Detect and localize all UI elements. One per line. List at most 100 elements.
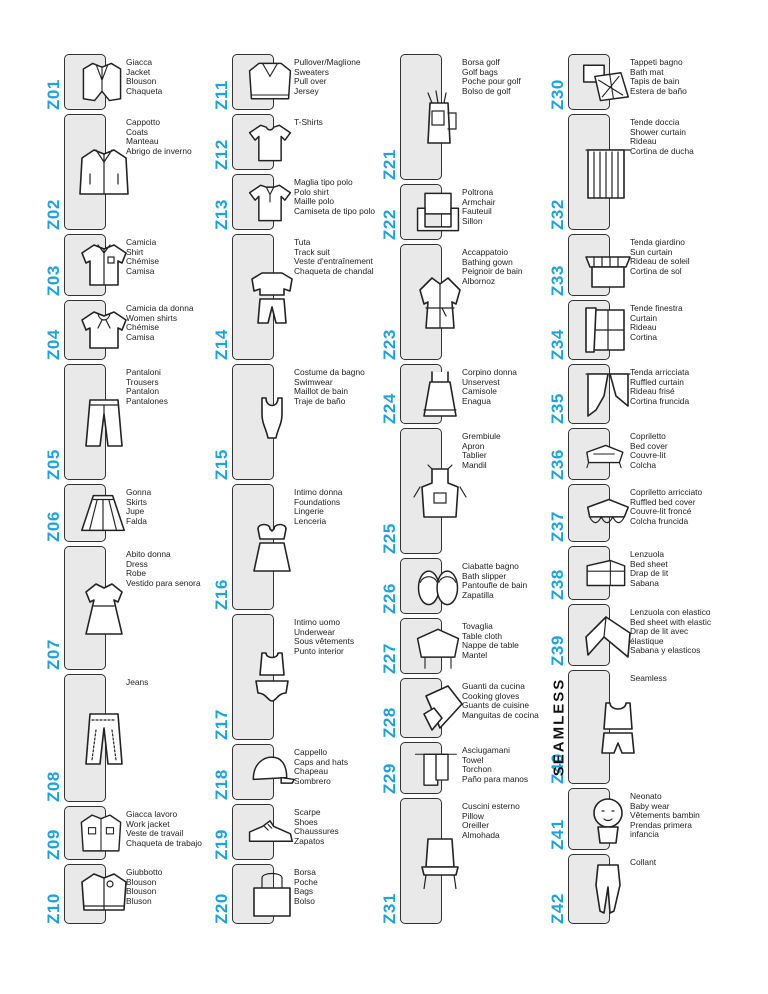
item-label: Camisa	[126, 331, 155, 342]
shower-curtain-icon	[580, 144, 636, 200]
towel-icon	[412, 744, 460, 792]
item-label: Cappotto	[126, 117, 160, 127]
item-label: Tende finestra	[630, 303, 683, 313]
item-label: Camicia da donna	[126, 303, 194, 313]
item-label: Track suit	[294, 246, 330, 257]
item-label: Camiseta de tipo polo	[294, 205, 376, 216]
item-label: Poltrona	[462, 187, 494, 197]
item-labels: Collant	[630, 857, 714, 868]
item-label: Apron	[462, 440, 485, 451]
item-label: Abito donna	[126, 549, 171, 559]
item-label: Fauteuil	[462, 206, 492, 217]
item-label: Enagua	[462, 395, 491, 406]
item-label: Peignoir de bain	[462, 266, 523, 277]
item-label: Chaussures	[294, 826, 339, 837]
item-label: Bolso	[294, 895, 315, 906]
chair-cushion-icon	[412, 833, 468, 890]
item-label: Abrigo de inverno	[126, 145, 192, 156]
item-label: Ruffled bed cover	[630, 496, 696, 507]
camisole-icon	[412, 366, 468, 422]
item-label: Jeans	[126, 677, 149, 687]
item-label: Scarpe	[294, 807, 321, 817]
item-label: Chaqueta	[126, 85, 163, 96]
item-label: Golf bags	[462, 66, 498, 77]
item-label: Oreiller	[462, 820, 489, 831]
trousers-icon	[76, 394, 132, 450]
item-label: Cortina	[630, 331, 657, 342]
item-code: Z01	[44, 30, 64, 110]
item-label: Costume da bagno	[294, 367, 365, 377]
item-label: Drap de lit	[630, 568, 669, 579]
item-code: Z22	[380, 160, 400, 240]
item-code: Z29	[380, 714, 400, 794]
swimsuit-icon	[244, 394, 300, 450]
item-label: infancia	[630, 829, 659, 840]
item-label: Foundations	[294, 496, 341, 507]
item-label: Grembiule	[462, 431, 501, 441]
bomber-jacket-icon	[76, 866, 132, 922]
item-label: Armchair	[462, 196, 496, 207]
item-label: Torchon	[462, 764, 492, 775]
item-label: Corpino donna	[462, 367, 517, 377]
item-code-text: Z29	[380, 763, 399, 794]
item-label: Gonna	[126, 487, 152, 497]
item-label: Lenzuola	[630, 549, 664, 559]
item-label: Giubbotto	[126, 867, 163, 877]
item-label: Couvre-lit	[630, 450, 666, 461]
item-label: Accappatoio	[462, 247, 509, 257]
item-code: Z07	[44, 590, 64, 670]
item-label: Shower curtain	[630, 126, 686, 137]
item-code-text: Z30	[548, 79, 567, 110]
slippers-icon	[412, 560, 464, 612]
item-label: Mantel	[462, 649, 488, 660]
item-label: Jacket	[126, 66, 151, 77]
item-label: Rideau	[630, 322, 657, 333]
item-label: Poche	[294, 876, 318, 887]
item-label: Sweaters	[294, 66, 329, 77]
item-label: Jupe	[126, 506, 145, 517]
item-label: Underwear	[294, 626, 335, 637]
oven-glove-icon	[412, 680, 468, 736]
item-label: Tablier	[462, 450, 487, 461]
item-label: Sous vêtements	[294, 636, 355, 647]
item-label: Lenceria	[294, 515, 327, 526]
item-label: Borsa golf	[462, 57, 500, 67]
item-label: Bath slipper	[462, 570, 507, 581]
item-label: Guants de cuisine	[462, 700, 530, 711]
item-label: Manguitas de cocina	[462, 709, 539, 720]
apron-icon	[412, 463, 468, 519]
item-label: Tappeti bagno	[630, 57, 683, 67]
item-code: Z15	[212, 400, 232, 480]
item-label: Nappe de table	[462, 640, 519, 651]
item-label: Neonato	[630, 791, 662, 801]
item-label: Dress	[126, 558, 148, 569]
item-label: Borsa	[294, 867, 316, 877]
item-label: Sabana	[630, 577, 659, 588]
item-label: Pullover/Maglione	[294, 57, 361, 67]
ruffled-curtain-icon	[580, 366, 636, 422]
item-label: Manteau	[126, 136, 159, 147]
